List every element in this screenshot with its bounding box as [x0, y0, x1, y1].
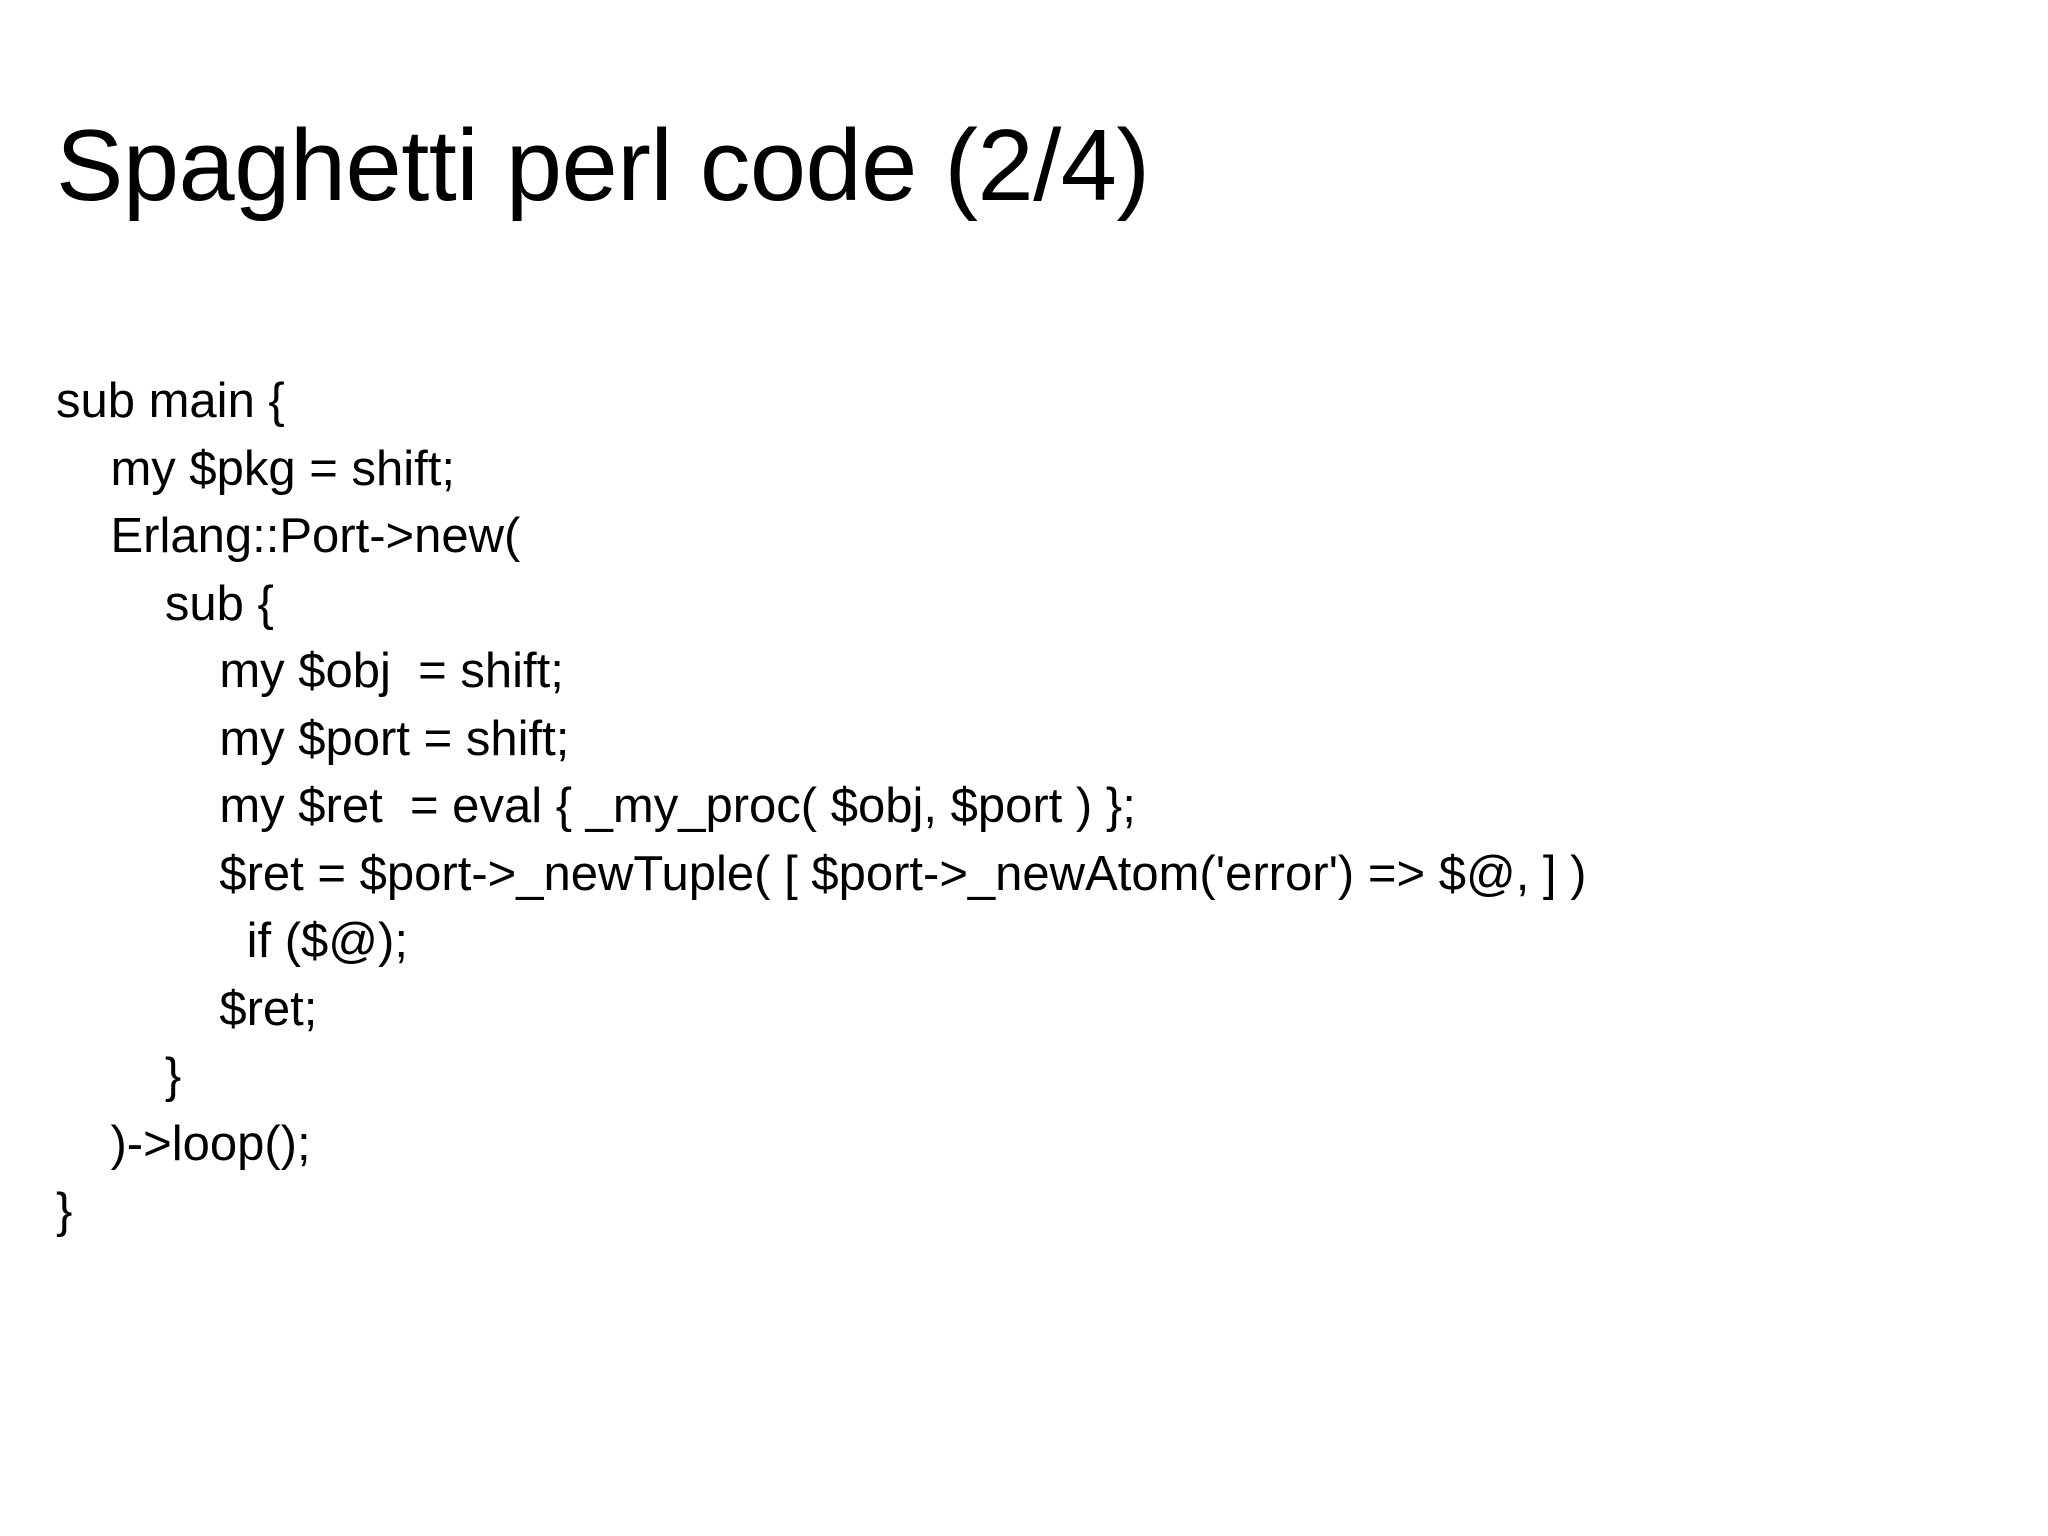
- code-line: $ret = $port->_newTuple( [ $port->_newAt…: [56, 846, 1587, 901]
- code-line: $ret;: [56, 981, 318, 1036]
- code-line: my $pkg = shift;: [56, 441, 455, 496]
- page-title: Spaghetti perl code (2/4): [56, 109, 1150, 222]
- code-block: sub main { my $pkg = shift; Erlang::Port…: [56, 368, 2016, 1246]
- code-line: sub {: [56, 576, 274, 631]
- code-line: my $ret = eval { _my_proc( $obj, $port )…: [56, 779, 1136, 833]
- code-line: sub main {: [56, 374, 285, 428]
- code-line: if ($@);: [56, 914, 408, 968]
- code-line: my $obj = shift;: [56, 644, 564, 698]
- code-line: Erlang::Port->new(: [56, 509, 521, 563]
- code-line: }: [56, 1184, 73, 1238]
- code-line: my $port = shift;: [56, 711, 570, 766]
- code-line: )->loop();: [56, 1116, 311, 1171]
- code-line: }: [56, 1049, 182, 1103]
